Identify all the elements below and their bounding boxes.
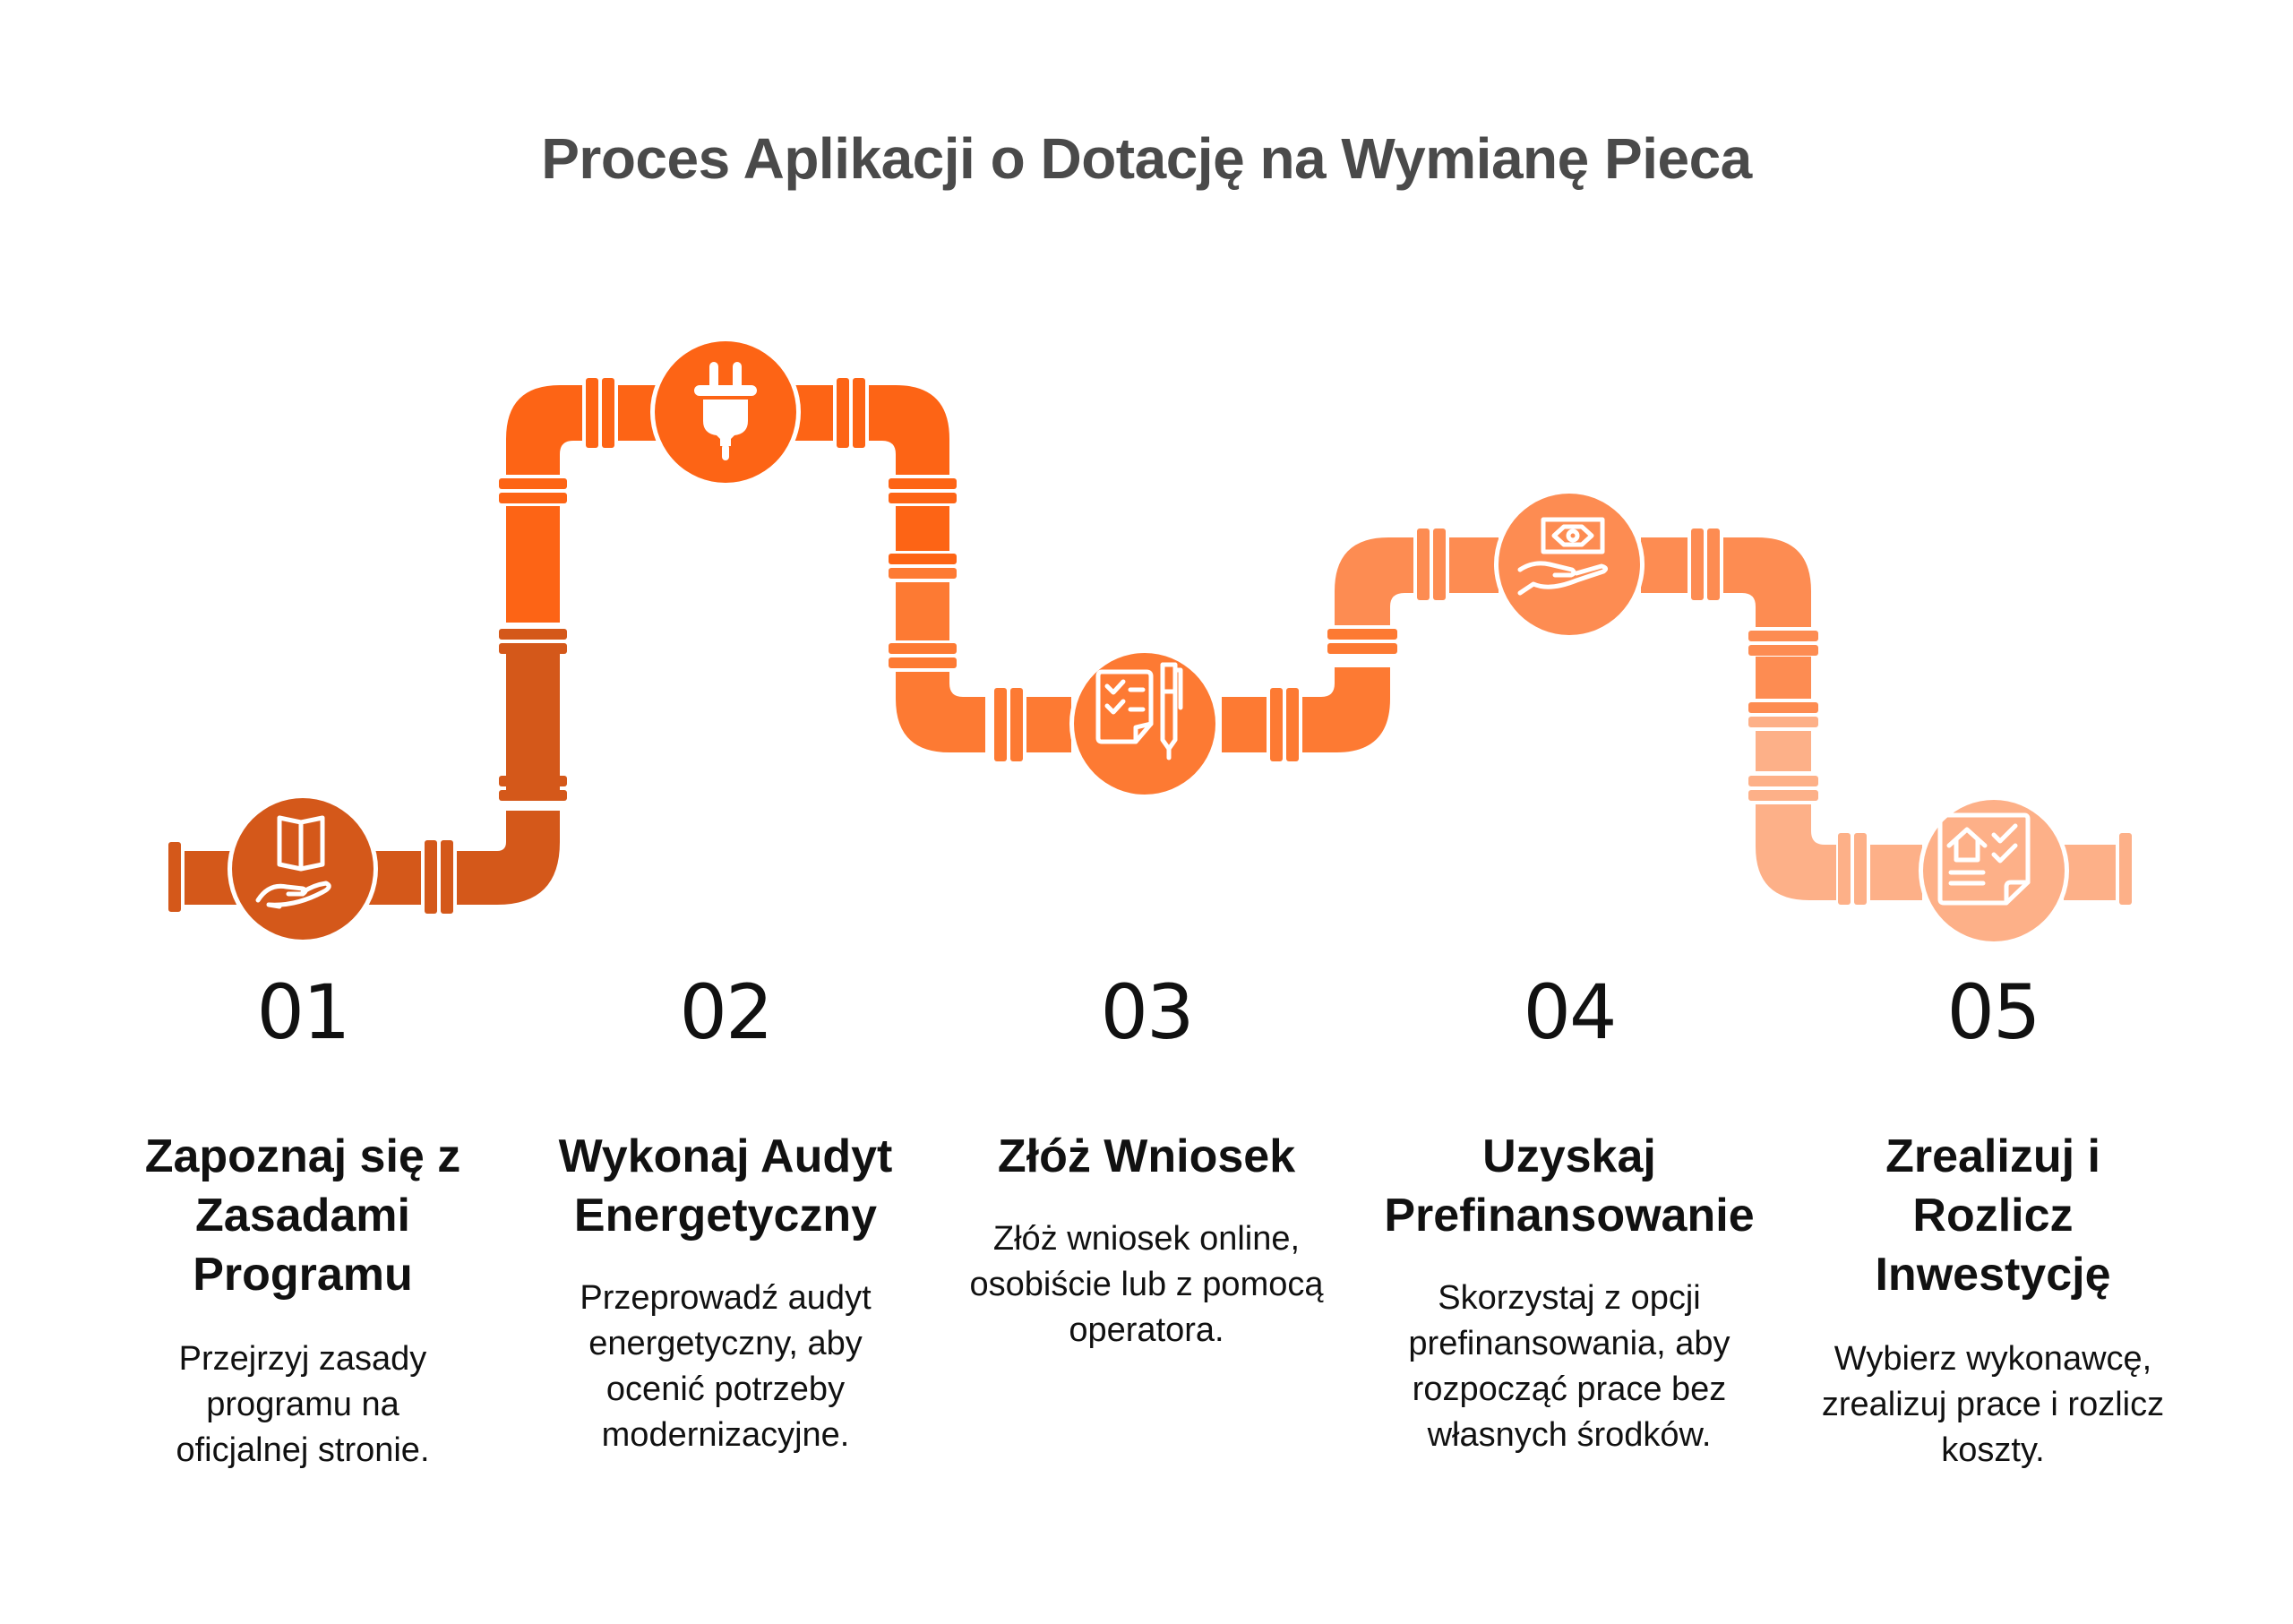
checklist-and-pen-icon [1095, 662, 1183, 760]
step-4-badge [1494, 489, 1645, 640]
money-in-hand-icon [1517, 517, 1609, 596]
step-heading: Wykonaj Audyt Energetyczny [558, 1130, 893, 1242]
step-number: 03 [1100, 968, 1195, 1056]
pipe-segment-3 [889, 568, 1397, 761]
pipe-segment-1 [168, 629, 567, 914]
page-title: Proces Aplikacji o Dotację na Wymianę Pi… [541, 126, 1752, 191]
step-description: Przeprowadź audyt energetyczny, aby ocen… [580, 1279, 872, 1454]
step-heading: Zrealizuj i Rozlicz Inwestycję [1875, 1130, 2111, 1301]
step-heading: Zapoznaj się z Zasadami Programu [144, 1130, 461, 1301]
step-number: 04 [1523, 968, 1618, 1056]
step-1-badge [228, 794, 378, 944]
step-heading: Uzyskaj Prefinansowanie [1384, 1130, 1755, 1242]
step-description: Złóż wniosek online, osobiście lub z pom… [969, 1220, 1324, 1349]
step-5-badge [1919, 795, 2069, 946]
house-document-checklist-icon [1937, 812, 2031, 906]
pipe-segment-5 [1748, 717, 2132, 905]
step-1: 01 Zapoznaj się z Zasadami Programu Prze… [106, 967, 500, 1474]
step-5: 05 Zrealizuj i Rozlicz Inwestycję Wybier… [1796, 967, 2190, 1474]
step-2-badge [650, 337, 801, 487]
pipe-segment-4 [1335, 528, 1818, 713]
step-3: 03 Złóż Wniosek Złóż wniosek online, oso… [949, 967, 1344, 1353]
electric-plug-icon [694, 362, 757, 460]
step-description: Przejrzyj zasady programu na oficjalnej … [176, 1340, 430, 1469]
step-3-badge [1069, 649, 1220, 799]
pipe-segment-2 [499, 378, 957, 623]
book-in-hand-icon [255, 815, 331, 909]
step-description: Skorzystaj z opcji prefinansowania, aby … [1408, 1279, 1730, 1454]
step-heading: Złóż Wniosek [997, 1130, 1296, 1182]
step-4: 04 Uzyskaj Prefinansowanie Skorzystaj z … [1372, 967, 1766, 1458]
step-number: 02 [679, 968, 774, 1056]
step-2: 02 Wykonaj Audyt Energetyczny Przeprowad… [528, 967, 923, 1458]
step-description: Wybierz wykonawcę, zrealizuj prace i roz… [1821, 1340, 2165, 1469]
step-number: 01 [256, 968, 351, 1056]
step-number: 05 [1946, 968, 2041, 1056]
